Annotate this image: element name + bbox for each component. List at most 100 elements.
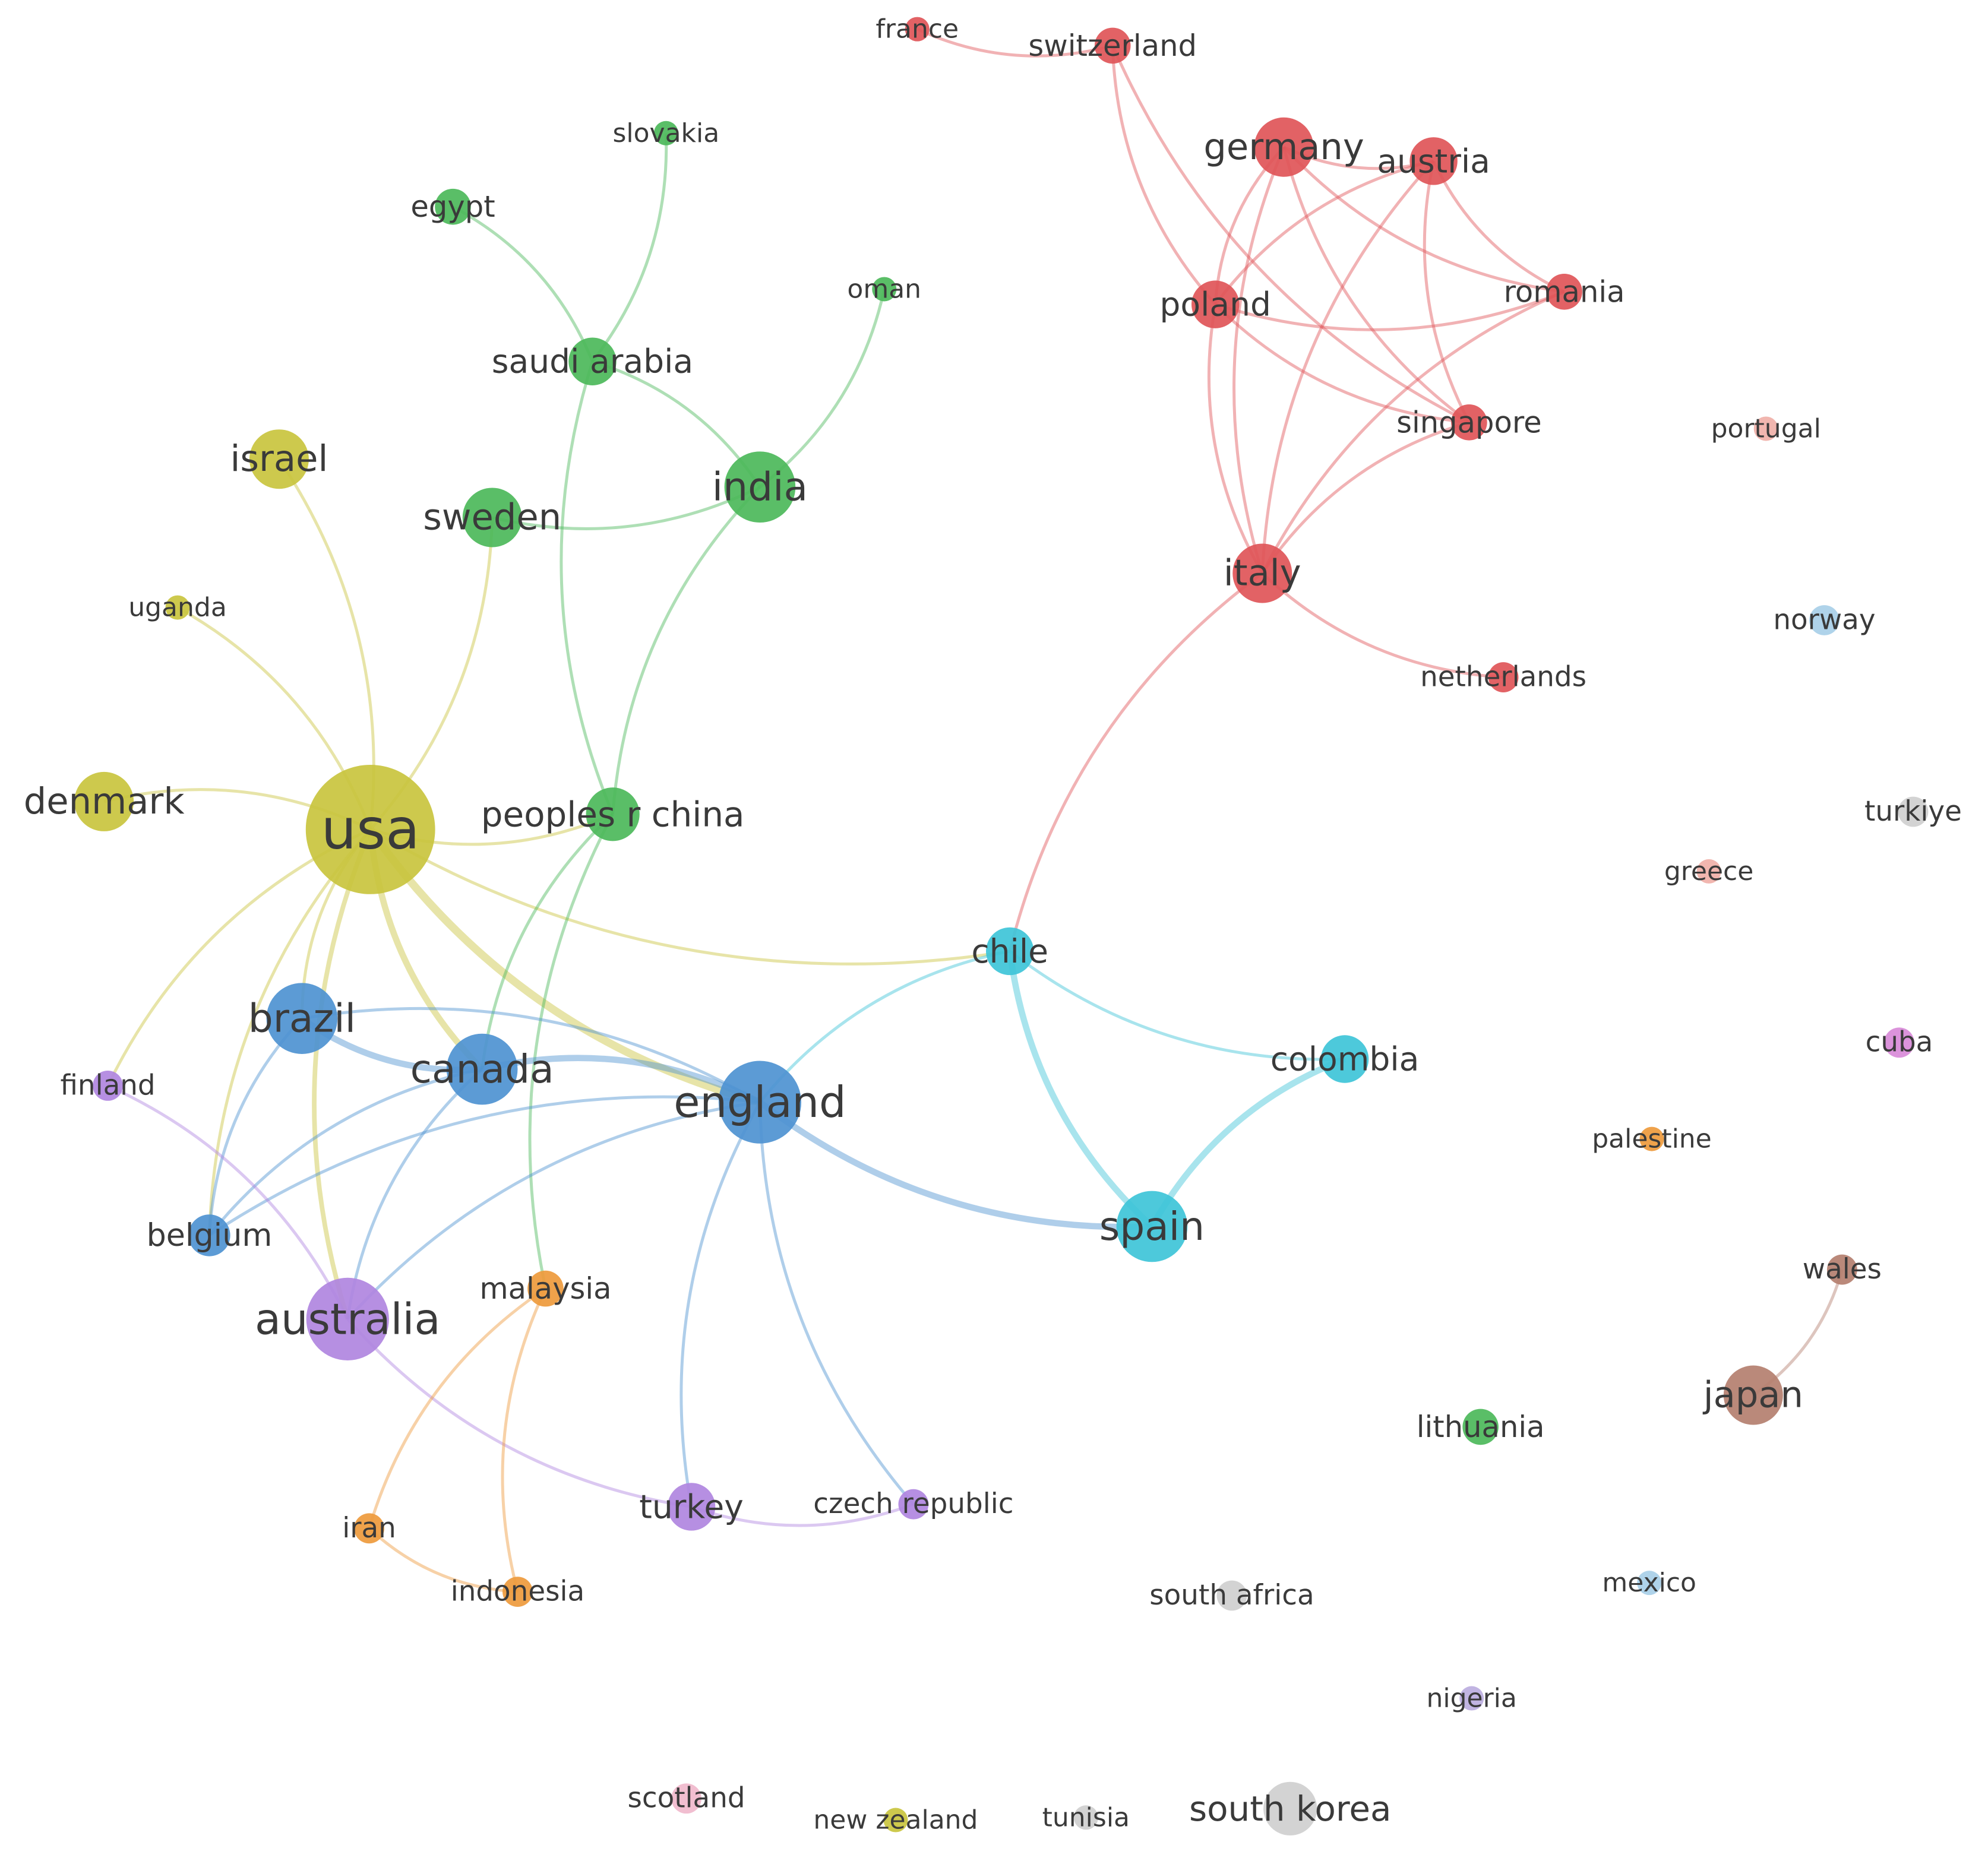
edge-italy-netherlands <box>1261 572 1504 679</box>
node-label-netherlands: netherlands <box>1420 662 1586 694</box>
node-label-lithuania: lithuania <box>1417 1410 1545 1444</box>
node-greece[interactable] <box>1696 859 1721 884</box>
node-label-japan: japan <box>1702 1375 1803 1416</box>
node-india[interactable] <box>724 451 796 523</box>
node-cuba[interactable] <box>1884 1027 1914 1058</box>
edges-layer <box>103 27 1844 1594</box>
node-label-israel: israel <box>230 438 328 480</box>
node-label-belgium: belgium <box>147 1217 273 1254</box>
node-label-canada: canada <box>410 1046 554 1092</box>
node-germany[interactable] <box>1254 117 1314 177</box>
node-label-singapore: singapore <box>1396 405 1542 439</box>
edge-saudi-arabia-egypt <box>452 205 594 362</box>
node-label-nigeria: nigeria <box>1426 1683 1516 1714</box>
node-nigeria[interactable] <box>1459 1686 1484 1711</box>
node-spain[interactable] <box>1116 1191 1188 1262</box>
node-label-peoples-r-china: peoples r china <box>481 794 745 834</box>
node-label-portugal: portugal <box>1711 413 1821 444</box>
node-label-germany: germany <box>1203 126 1364 168</box>
node-label-new-zealand: new zealand <box>813 1805 978 1835</box>
node-label-indonesia: indonesia <box>451 1576 585 1608</box>
node-label-greece: greece <box>1664 856 1753 887</box>
node-wales[interactable] <box>1826 1254 1857 1285</box>
node-switzerland[interactable] <box>1094 27 1131 64</box>
node-mexico[interactable] <box>1637 1571 1662 1596</box>
edge-canada-belgium <box>208 1068 483 1236</box>
node-tunisia[interactable] <box>1073 1805 1098 1830</box>
node-norway[interactable] <box>1809 605 1840 635</box>
node-australia[interactable] <box>306 1277 389 1360</box>
node-italy[interactable] <box>1232 543 1292 603</box>
node-new-zealand[interactable] <box>883 1808 908 1832</box>
node-romania[interactable] <box>1546 273 1582 310</box>
edge-saudi-arabia-peoples-r-china <box>560 361 614 815</box>
node-label-spain: spain <box>1099 1204 1205 1249</box>
node-label-austria: austria <box>1377 142 1490 180</box>
node-turkey[interactable] <box>667 1483 716 1531</box>
node-finland[interactable] <box>93 1070 123 1101</box>
node-label-malaysia: malaysia <box>479 1271 611 1306</box>
edge-austria-poland <box>1214 159 1434 306</box>
node-canada[interactable] <box>446 1033 518 1105</box>
node-label-italy: italy <box>1224 552 1301 594</box>
node-south-africa[interactable] <box>1216 1580 1247 1611</box>
node-austria[interactable] <box>1409 137 1458 185</box>
edge-england-czech-republic <box>758 1102 915 1505</box>
node-england[interactable] <box>718 1061 802 1144</box>
node-label-tunisia: tunisia <box>1042 1802 1130 1832</box>
node-label-poland: poland <box>1159 286 1271 324</box>
node-label-palestine: palestine <box>1592 1124 1712 1154</box>
node-south-korea[interactable] <box>1263 1781 1317 1835</box>
node-poland[interactable] <box>1191 280 1240 328</box>
node-label-czech-republic: czech republic <box>813 1488 1013 1520</box>
node-portugal[interactable] <box>1753 416 1778 441</box>
node-belgium[interactable] <box>188 1214 230 1257</box>
node-denmark[interactable] <box>74 771 134 831</box>
edge-poland-singapore <box>1214 303 1469 424</box>
node-label-slovakia: slovakia <box>612 118 719 148</box>
edge-austria-singapore <box>1423 160 1471 423</box>
node-sweden[interactable] <box>462 488 522 547</box>
node-usa[interactable] <box>305 764 435 894</box>
node-palestine[interactable] <box>1639 1126 1664 1151</box>
edge-usa-chile <box>369 828 1010 966</box>
edge-saudi-arabia-slovakia <box>591 133 668 363</box>
node-oman[interactable] <box>872 277 897 302</box>
node-scotland[interactable] <box>671 1783 701 1814</box>
edge-singapore-italy <box>1261 420 1470 574</box>
node-turkiye[interactable] <box>1898 796 1929 827</box>
node-france[interactable] <box>905 17 930 42</box>
node-uganda[interactable] <box>165 595 190 620</box>
edge-germany-italy <box>1232 146 1285 574</box>
edge-australia-finland <box>107 1084 349 1320</box>
node-singapore[interactable] <box>1451 404 1487 441</box>
edge-poland-italy <box>1207 304 1264 574</box>
node-czech-republic[interactable] <box>898 1489 929 1520</box>
node-japan[interactable] <box>1723 1365 1783 1425</box>
edge-usa-england <box>367 827 761 1106</box>
node-lithuania[interactable] <box>1462 1409 1499 1445</box>
node-chile[interactable] <box>985 927 1034 976</box>
node-label-england: england <box>674 1077 846 1127</box>
node-label-turkey: turkey <box>639 1487 744 1525</box>
node-label-turkiye: turkiye <box>1864 796 1962 828</box>
node-netherlands[interactable] <box>1488 662 1519 692</box>
node-malaysia[interactable] <box>527 1270 564 1307</box>
node-peoples-r-china[interactable] <box>586 787 640 841</box>
node-brazil[interactable] <box>266 983 338 1054</box>
node-colombia[interactable] <box>1320 1035 1369 1083</box>
node-iran[interactable] <box>354 1513 384 1544</box>
node-saudi-arabia[interactable] <box>568 337 617 385</box>
node-label-india: india <box>712 464 808 510</box>
node-label-finland: finland <box>60 1069 155 1102</box>
node-egypt[interactable] <box>435 188 471 225</box>
node-indonesia[interactable] <box>502 1577 533 1607</box>
node-label-norway: norway <box>1773 604 1875 636</box>
edge-england-belgium <box>208 1095 760 1237</box>
edge-france-switzerland <box>916 27 1113 58</box>
node-slovakia[interactable] <box>653 121 678 145</box>
node-label-australia: australia <box>255 1294 440 1344</box>
node-israel[interactable] <box>249 429 309 489</box>
edge-australia-turkey <box>346 1318 692 1508</box>
edge-chile-colombia <box>1009 950 1345 1061</box>
